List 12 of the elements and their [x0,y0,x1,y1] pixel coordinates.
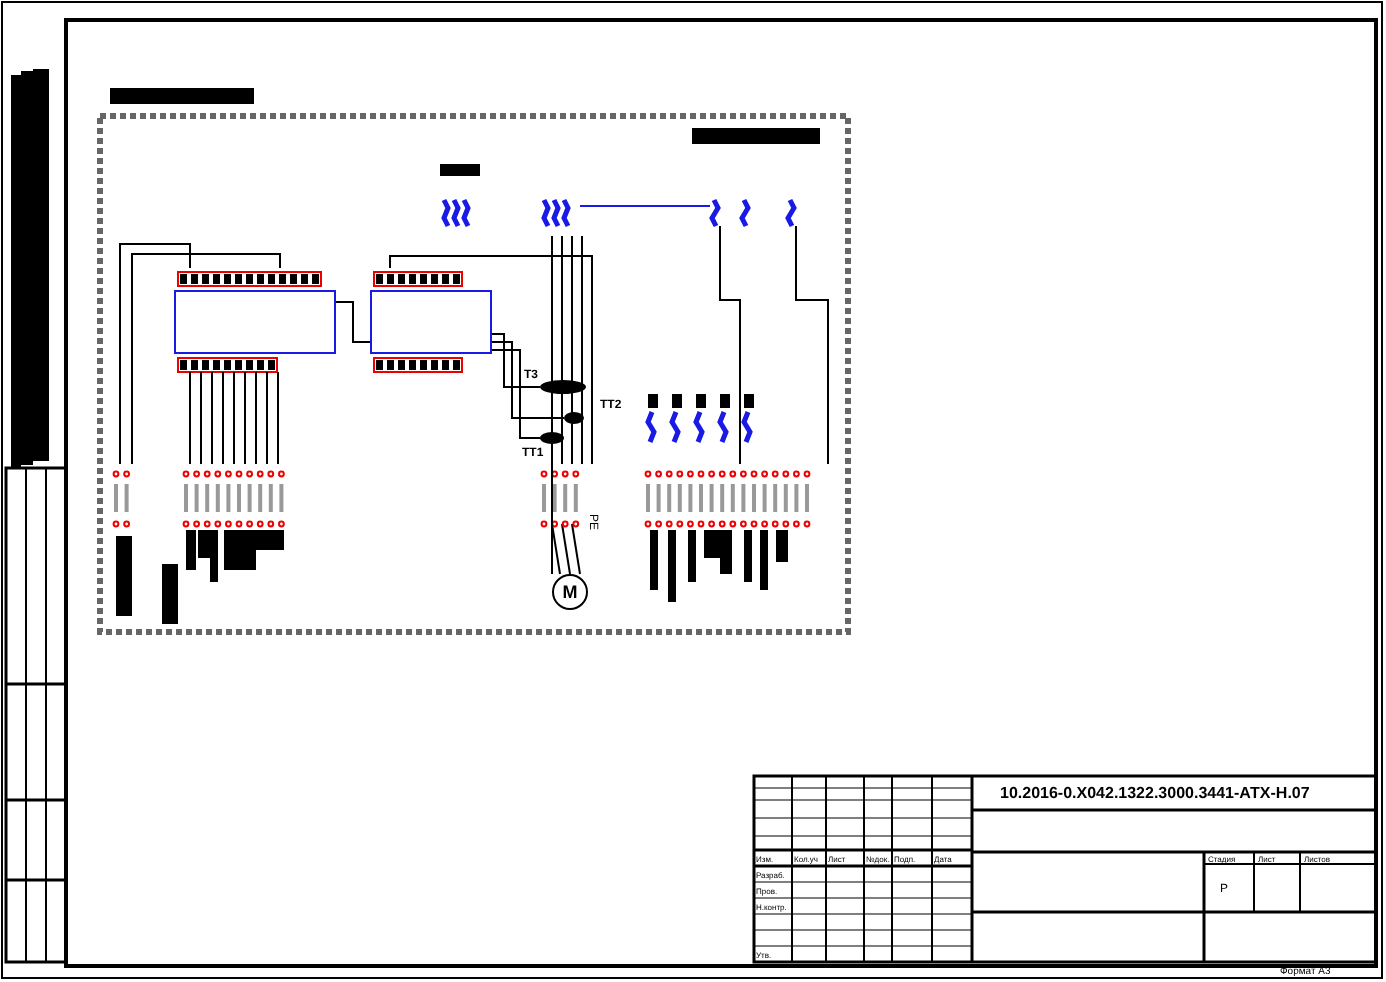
wire [491,341,565,419]
controller-module [370,290,492,354]
wire [491,349,541,439]
wire [551,443,553,575]
title-block-text: 10.2016-0.Х042.1322.3000.3441-АТХ-Н.07 [1000,786,1310,802]
motor-symbol: М [552,574,588,610]
wire [491,333,541,388]
wire [335,301,371,343]
controller-module [174,290,336,354]
current-transformer [540,380,586,394]
current-transformer [540,432,564,444]
current-transformer [564,412,584,424]
